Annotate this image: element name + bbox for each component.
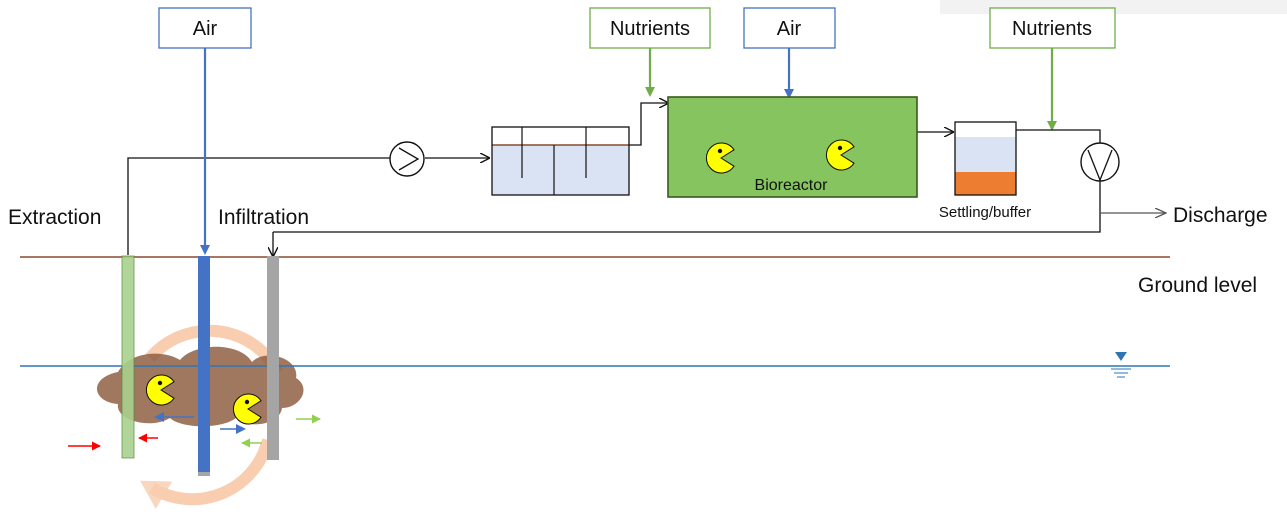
water-table-icon xyxy=(1111,352,1131,378)
extraction-pipe xyxy=(127,157,390,255)
nutrients-box-left: Nutrients xyxy=(589,7,711,49)
settling-tank: Settling/buffer xyxy=(939,121,1031,221)
discharge-label: Discharge xyxy=(1173,204,1268,227)
bioreactor-label: Bioreactor xyxy=(755,177,829,194)
return-pipe xyxy=(273,181,1101,233)
air-sparging-well xyxy=(198,256,210,476)
air-box-left: Air xyxy=(158,7,252,49)
bioreactor: Bioreactor xyxy=(667,96,918,198)
ground-level-label: Ground level xyxy=(1138,274,1257,297)
infiltration-well xyxy=(267,256,279,460)
air-box-right: Air xyxy=(743,7,836,49)
mixing-tank xyxy=(491,126,630,196)
extraction-well xyxy=(121,255,135,459)
pump-icon-2 xyxy=(1080,142,1120,182)
tank-to-bioreactor-pipe xyxy=(629,103,668,146)
pump-icon xyxy=(389,141,425,177)
nutrients-box-right: Nutrients xyxy=(989,7,1116,49)
microbe-icon xyxy=(145,374,175,406)
air-box-left-label: Air xyxy=(193,18,218,40)
settling-label: Settling/buffer xyxy=(939,204,1031,221)
microbe-icon xyxy=(232,393,262,425)
settling-to-pump-pipe xyxy=(1016,129,1101,143)
nutrients-box-left-label: Nutrients xyxy=(610,18,690,40)
infiltration-label: Infiltration xyxy=(218,206,309,229)
extraction-label: Extraction xyxy=(8,206,101,229)
nutrients-box-right-label: Nutrients xyxy=(1012,18,1092,40)
microbe-icon xyxy=(825,139,855,171)
microbe-icon xyxy=(705,142,735,174)
circulation-arrow xyxy=(140,324,284,509)
air-box-right-label: Air xyxy=(777,18,802,40)
